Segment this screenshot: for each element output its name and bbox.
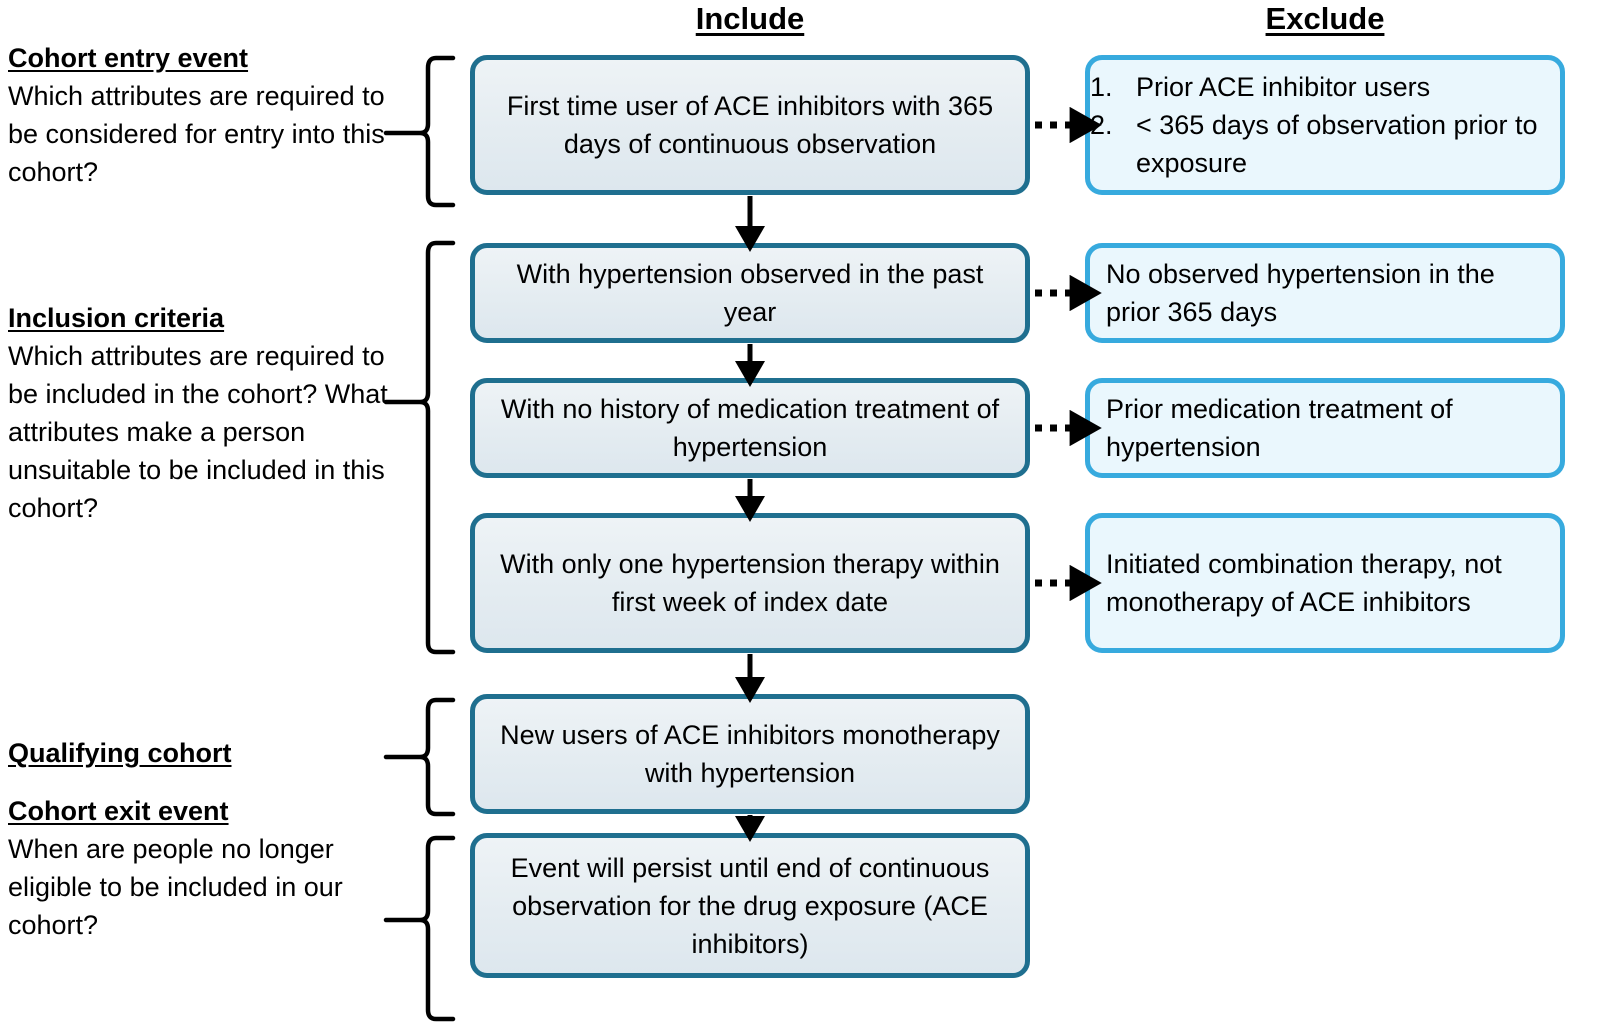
section-inclusion-criteria: Inclusion criteria Which attributes are … [8, 300, 398, 527]
exclude-node-no-observed-hypertension[interactable]: No observed hypertension in the prior 36… [1085, 243, 1565, 343]
exclude-node-prior-users[interactable]: 1. Prior ACE inhibitor users 2. < 365 da… [1085, 55, 1565, 195]
exclude-node-combination-therapy[interactable]: Initiated combination therapy, not monot… [1085, 513, 1565, 653]
exclusion-arrows [1035, 106, 1102, 602]
include-node-qualifying-cohort[interactable]: New users of ACE inhibitors monotherapy … [470, 694, 1030, 814]
list-item: 1. Prior ACE inhibitor users [1090, 68, 1560, 106]
include-node-cohort-exit[interactable]: Event will persist until end of continuo… [470, 833, 1030, 978]
exclude-node-text: No observed hypertension in the prior 36… [1106, 259, 1495, 327]
section-title-cohort-exit-event: Cohort exit event [8, 796, 229, 826]
include-node-text: First time user of ACE inhibitors with 3… [506, 91, 994, 159]
section-title-inclusion-criteria: Inclusion criteria [8, 303, 225, 333]
list-item-text: < 365 days of observation prior to expos… [1136, 110, 1538, 178]
include-node-one-hypertension-therapy[interactable]: With only one hypertension therapy withi… [470, 513, 1030, 653]
list-item-number: 1. [1090, 72, 1113, 102]
include-node-text: With no history of medication treatment … [500, 394, 1000, 462]
column-header-include: Include [695, 1, 805, 36]
section-cohort-entry-event: Cohort entry event Which attributes are … [8, 40, 398, 191]
include-node-text: Event will persist until end of continuo… [510, 852, 990, 959]
exclude-node-prior-medication-treatment[interactable]: Prior medication treatment of hypertensi… [1085, 378, 1565, 478]
include-node-hypertension-past-year[interactable]: With hypertension observed in the past y… [470, 243, 1030, 343]
include-node-text: With hypertension observed in the past y… [516, 259, 984, 327]
include-node-first-time-user[interactable]: First time user of ACE inhibitors with 3… [470, 55, 1030, 195]
section-body-cohort-exit-event: When are people no longer eligible to be… [8, 834, 343, 940]
exclude-node-list: 1. Prior ACE inhibitor users 2. < 365 da… [1090, 68, 1560, 182]
section-body-inclusion-criteria: Which attributes are required to be incl… [8, 341, 388, 523]
section-title-cohort-entry-event: Cohort entry event [8, 43, 249, 73]
list-item-number: 2. [1090, 110, 1113, 140]
include-node-text: New users of ACE inhibitors monotherapy … [500, 720, 1000, 788]
list-item: 2. < 365 days of observation prior to ex… [1090, 106, 1560, 182]
exclude-node-text: Prior medication treatment of hypertensi… [1106, 394, 1453, 462]
section-body-cohort-entry-event: Which attributes are required to be cons… [8, 81, 385, 187]
exclude-node-text: Initiated combination therapy, not monot… [1106, 549, 1502, 617]
section-title-qualifying-cohort: Qualifying cohort [8, 738, 232, 768]
section-cohort-exit-event: Cohort exit event When are people no lon… [8, 793, 398, 944]
column-header-exclude: Exclude [1265, 1, 1385, 36]
section-qualifying-cohort: Qualifying cohort [8, 735, 398, 772]
list-item-text: Prior ACE inhibitor users [1136, 72, 1431, 102]
include-node-no-history-medication[interactable]: With no history of medication treatment … [470, 378, 1030, 478]
include-node-text: With only one hypertension therapy withi… [500, 549, 1000, 617]
